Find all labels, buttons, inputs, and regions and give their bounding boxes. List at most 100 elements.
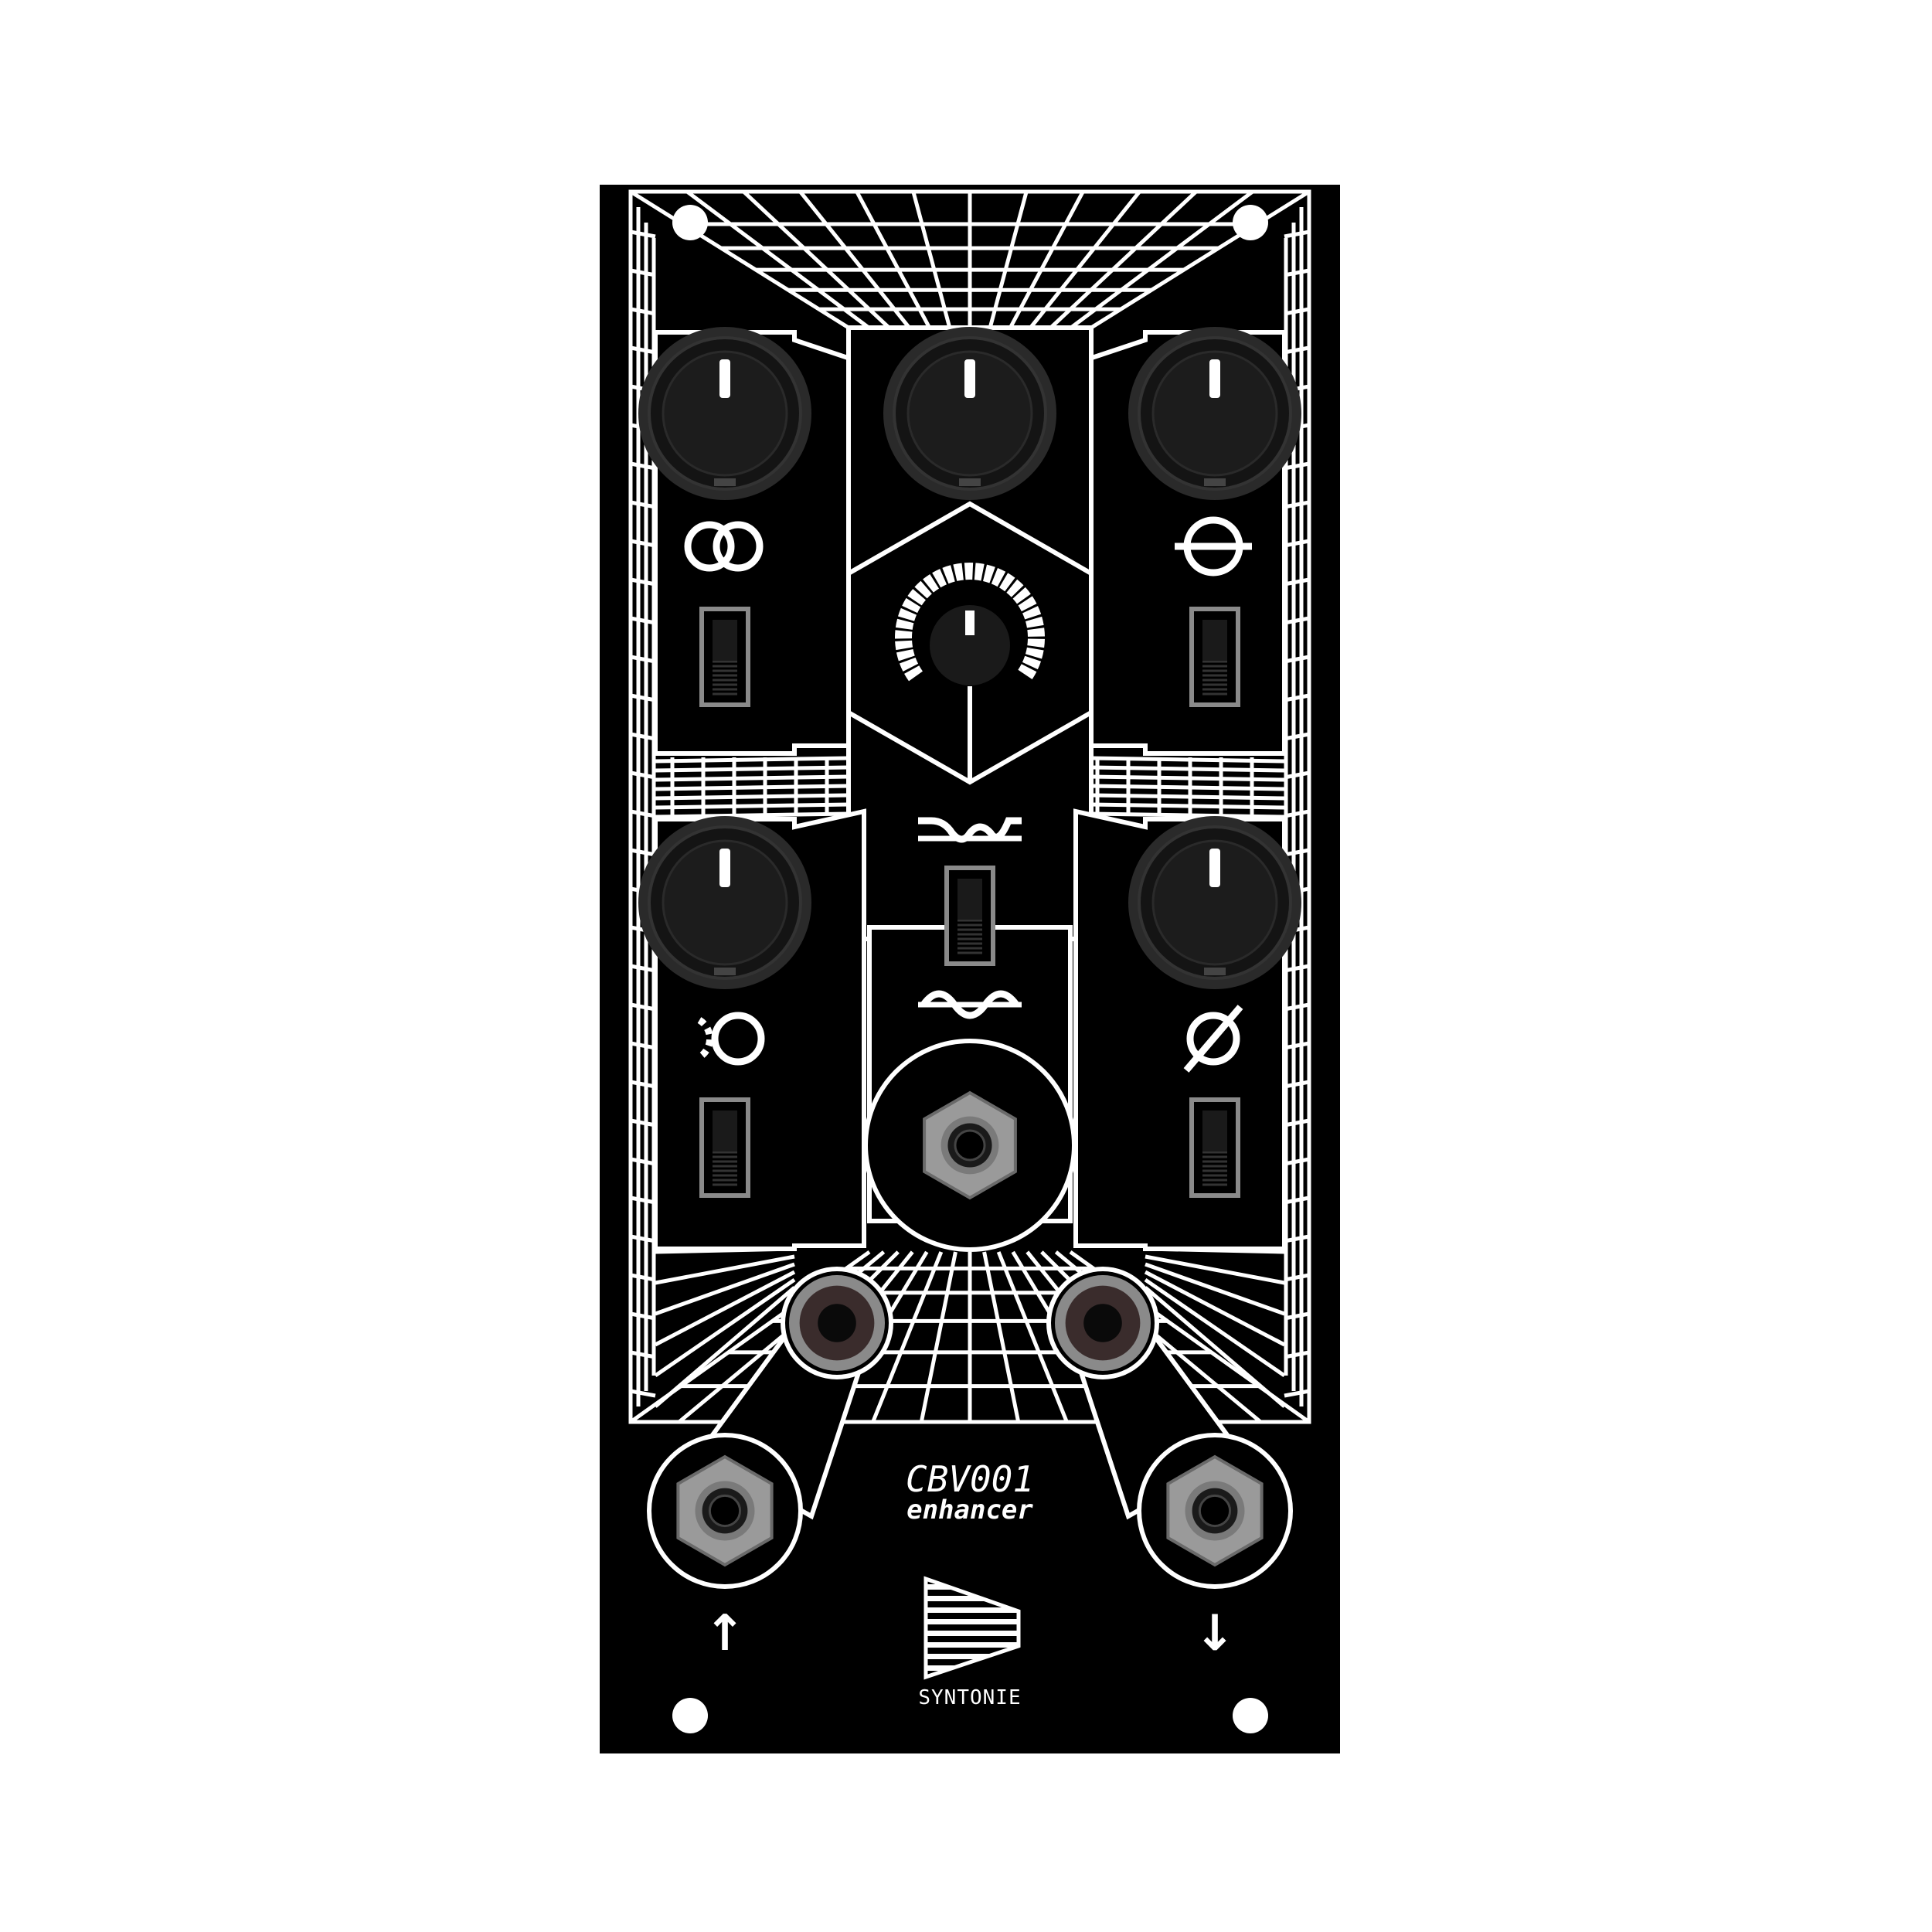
- grid-line: [655, 784, 849, 791]
- mounting-hole-bottom-left: [672, 1698, 708, 1733]
- grid-line: [1284, 500, 1310, 509]
- grid-line: [1284, 770, 1310, 780]
- grid-line: [1284, 268, 1310, 277]
- grid-line: [988, 191, 1029, 328]
- grid-line: [1009, 190, 1085, 329]
- switch-bottom-left[interactable]: [699, 1097, 750, 1198]
- switch-center[interactable]: [944, 866, 995, 966]
- grid-line: [1284, 1350, 1310, 1359]
- grid-line: [1284, 539, 1310, 548]
- grid-line: [1284, 1080, 1310, 1089]
- grid-line: [630, 345, 656, 355]
- grid-line: [630, 616, 656, 625]
- grid-line: [1144, 1286, 1286, 1408]
- grid-line: [1284, 461, 1310, 471]
- switch-bottom-right[interactable]: [1189, 1097, 1240, 1198]
- knob-indicator: [1209, 849, 1220, 887]
- grid-line: [685, 189, 870, 330]
- grid-line: [655, 802, 849, 810]
- round-jack-right[interactable]: [1046, 1267, 1159, 1379]
- grid-line: [630, 848, 656, 857]
- mounting-holes: [672, 205, 1268, 1733]
- grid-line: [1284, 230, 1310, 239]
- grid-line: [630, 1389, 656, 1398]
- grid-line: [630, 1234, 656, 1243]
- grid-line: [1284, 655, 1310, 664]
- grid-line: [655, 765, 849, 773]
- grid-line: [1284, 616, 1310, 625]
- model-label: CBV001: [906, 1458, 1034, 1500]
- grid-line: [919, 1251, 957, 1423]
- grid-line: [630, 1273, 656, 1282]
- grid-line: [630, 500, 656, 509]
- grid-line: [630, 307, 656, 316]
- grid-line: [1284, 1273, 1310, 1282]
- knob-indicator: [719, 359, 730, 398]
- grid-line: [855, 190, 931, 329]
- mounting-hole-top-right: [1233, 205, 1268, 240]
- grid-line: [630, 577, 656, 587]
- center-small-knob[interactable]: [895, 563, 1045, 685]
- grid-line: [1284, 1311, 1310, 1321]
- knob-bottom-right[interactable]: [1128, 816, 1301, 989]
- grid-line: [630, 809, 656, 818]
- switch-top-left[interactable]: [699, 607, 750, 707]
- grid-line: [996, 1251, 1069, 1423]
- grid-line: [630, 1002, 656, 1012]
- grid-line: [1284, 1234, 1310, 1243]
- wave-top-icon: [918, 817, 1022, 843]
- grid-line: [630, 964, 656, 973]
- circle-horizontal-bar-icon: [1175, 516, 1252, 577]
- grid-line: [630, 1196, 656, 1205]
- grid-line: [1284, 964, 1310, 973]
- grid-line: [630, 230, 656, 239]
- grid-line: [654, 1286, 796, 1408]
- grid-line: [1284, 1041, 1310, 1050]
- center-jack[interactable]: [923, 1090, 1017, 1200]
- grid-line: [1284, 732, 1310, 741]
- round-jack-left[interactable]: [781, 1267, 893, 1379]
- grid-line: [871, 1251, 944, 1423]
- grid-line: [655, 811, 849, 819]
- grid-line: [1029, 190, 1141, 329]
- grid-line: [630, 539, 656, 548]
- knob-top-left[interactable]: [638, 327, 811, 500]
- grid-line: [798, 190, 911, 329]
- grid-line: [1144, 1277, 1286, 1378]
- knob-indicator: [1209, 359, 1220, 398]
- knob-indicator: [964, 359, 975, 398]
- grid-line: [1284, 307, 1310, 316]
- grid-line: [630, 1350, 656, 1359]
- mounting-hole-top-left: [672, 205, 708, 240]
- switch-top-right[interactable]: [1189, 607, 1240, 707]
- grid-line: [1284, 1002, 1310, 1012]
- grid-line: [911, 191, 952, 328]
- input-jack[interactable]: [676, 1454, 774, 1567]
- knob-bottom-left[interactable]: [638, 816, 811, 989]
- knob-top-center[interactable]: [883, 327, 1056, 500]
- grid-line: [630, 1118, 656, 1128]
- grid-line: [1284, 809, 1310, 818]
- knob-indicator: [719, 849, 730, 887]
- grid-line: [630, 1080, 656, 1089]
- grid-line: [1284, 1389, 1310, 1398]
- grid-line: [1090, 811, 1285, 819]
- grid-line: [655, 774, 849, 782]
- grid-line: [630, 1311, 656, 1321]
- grid-line: [630, 770, 656, 780]
- grid-line: [655, 756, 849, 764]
- input-arrow-label: ↑: [704, 1605, 746, 1662]
- grid-line: [630, 1157, 656, 1166]
- grid-line: [742, 190, 891, 329]
- mounting-hole-bottom-right: [1233, 1698, 1268, 1733]
- grid-line: [1284, 693, 1310, 702]
- grid-line: [630, 693, 656, 702]
- output-jack[interactable]: [1166, 1454, 1264, 1567]
- grid-line: [654, 1277, 796, 1378]
- output-arrow-label: ↓: [1194, 1605, 1236, 1662]
- knob-top-right[interactable]: [1128, 327, 1301, 500]
- grid-line: [1284, 1118, 1310, 1128]
- dotted-circle-icon: [697, 1012, 765, 1066]
